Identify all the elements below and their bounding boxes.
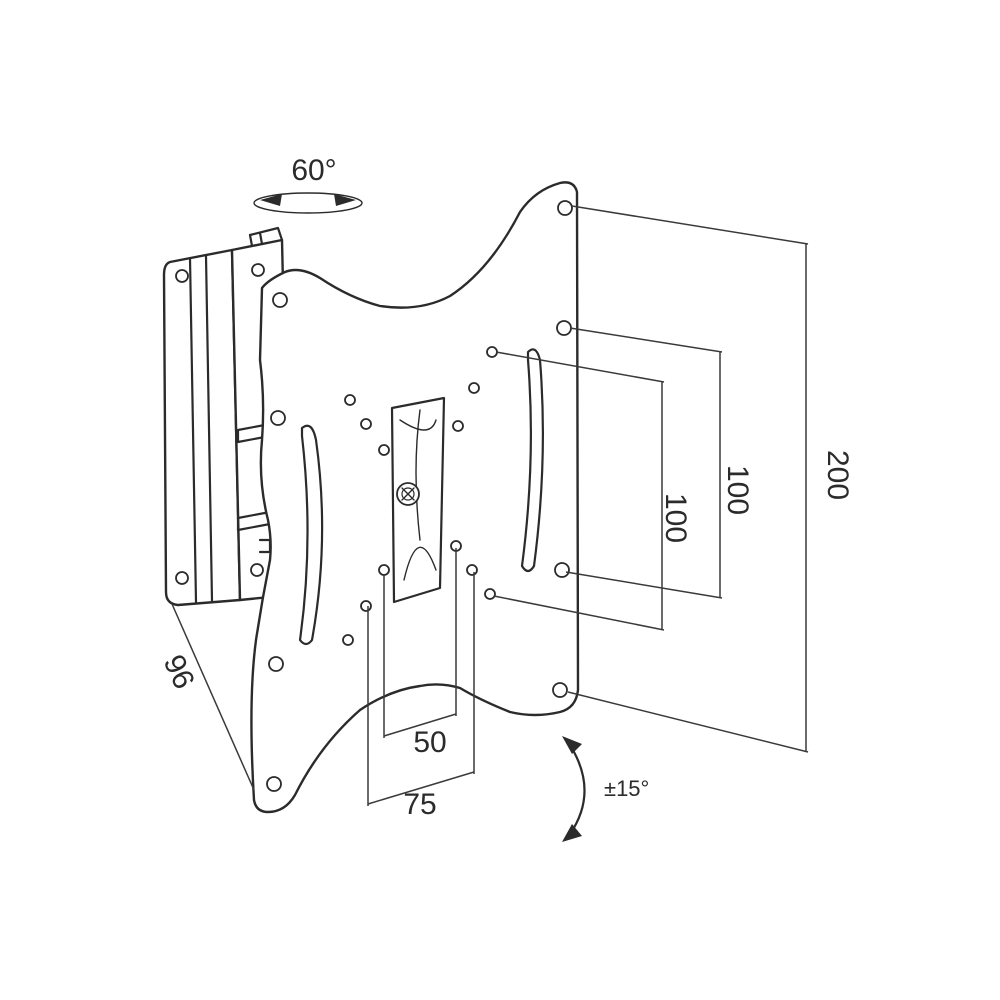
arrow-right-icon: [334, 194, 356, 206]
vesa-hole: [378, 444, 390, 456]
mounting-hole: [554, 562, 570, 578]
vesa-hole: [484, 588, 496, 600]
vesa-inner-height-label: 100: [659, 493, 692, 543]
bracket-screw-hole: [250, 563, 264, 577]
vesa-hole: [468, 382, 480, 394]
mounting-hole: [557, 200, 573, 216]
vesa-hole: [466, 564, 478, 576]
vesa-hole: [360, 600, 372, 612]
mounting-hole: [268, 656, 284, 672]
vesa-hole: [342, 634, 354, 646]
vesa-hole: [344, 394, 356, 406]
tilt-bracket: [390, 396, 446, 604]
tilt-arrow: [562, 736, 586, 842]
arrow-left-icon: [260, 194, 282, 206]
left-adjustment-slot: [298, 424, 324, 646]
vesa-outer-width-label: 75: [403, 788, 436, 821]
corner-holes: [266, 200, 573, 792]
mounting-hole: [272, 292, 288, 308]
arrow-up-icon: [562, 736, 582, 754]
bracket-screw-hole: [251, 263, 265, 277]
bracket-screw-hole: [175, 571, 189, 585]
mounting-hole: [270, 410, 286, 426]
vesa-hole: [360, 418, 372, 430]
tilt-angle-label: ±15°: [604, 776, 649, 801]
vesa-plate: [250, 181, 580, 814]
swivel-arrow: [253, 192, 363, 214]
vesa-hole: [452, 420, 464, 432]
vesa-hole: [378, 564, 390, 576]
vesa-inner-width-label: 50: [413, 726, 446, 759]
vesa-outer-height-label: 200: [821, 450, 854, 500]
vesa-holes: [342, 346, 498, 646]
vesa-mid-height-label: 100: [721, 465, 754, 515]
vesa-hole: [486, 346, 498, 358]
swivel-angle-label: 60°: [291, 154, 336, 187]
mounting-hole: [266, 776, 282, 792]
mounting-hole: [556, 320, 572, 336]
bracket-screw-hole: [175, 269, 189, 283]
mounting-hole: [552, 682, 568, 698]
dimension-lines: [171, 205, 809, 806]
arrow-down-icon: [562, 824, 582, 842]
depth-label: 96: [157, 650, 201, 694]
